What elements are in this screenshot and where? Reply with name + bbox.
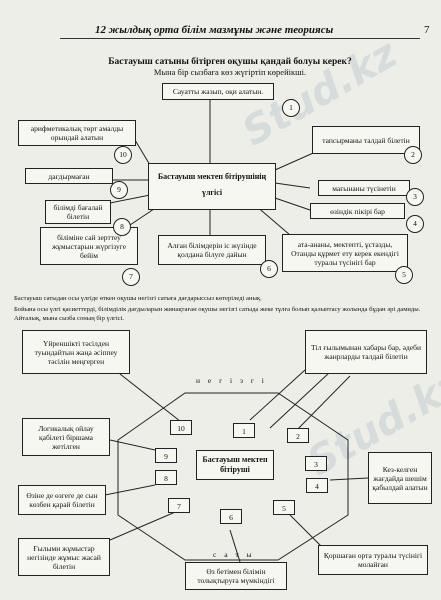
trait-number-10: 10 — [114, 146, 132, 164]
header-rule — [60, 38, 420, 39]
trait-box-2: тапсырманы талдай білетін — [312, 126, 420, 154]
trait-number-3: 3 — [406, 188, 424, 206]
sq-5: 5 — [273, 500, 295, 515]
trait-number-5: 5 — [395, 266, 413, 284]
trait-number-1: 1 — [282, 99, 300, 117]
outcome-box-6: Ғылыми жұмыстар негізінде жұмыс жасай бі… — [18, 538, 110, 576]
center-line1: Бастауыш мектеп бітірушінің — [157, 172, 267, 181]
sq-8: 8 — [155, 470, 177, 485]
page-number: 7 — [424, 24, 430, 36]
trait-box-4: өзіндік пікірі бар — [310, 203, 405, 219]
label-negizgi: н е г і з г і — [196, 376, 267, 385]
outcome-box-5: Өзіне де өзгеге де сын көзбен қарай біле… — [18, 485, 106, 515]
center2-line1: Бастауыш мектеп — [202, 455, 268, 464]
sq-7: 7 — [168, 498, 190, 513]
diagram2-center-box: Бастауыш мектеп бітіруші — [196, 450, 274, 480]
diagram1-title: Бастауыш сатыны бітірген оқушы қандай бо… — [108, 57, 352, 67]
trait-box-1: Сауатты жазып, оқи алатын. — [162, 83, 274, 100]
sq-10: 10 — [170, 420, 192, 435]
trait-number-8: 8 — [113, 218, 131, 236]
sq-4: 4 — [306, 478, 328, 493]
paragraph-line1: Бастауыш сатыдан осы үлгіде өткен оқушы … — [14, 295, 262, 302]
diagram1-center-box: Бастауыш мектеп бітірушінің үлгісі — [148, 163, 276, 210]
outcome-box-7: Өз бетімен білімін толықтыруға мүмкіндіг… — [185, 562, 287, 590]
running-header: 12 жылдық орта білім мазмұны және теория… — [95, 24, 334, 36]
trait-box-5: ата-ананы, мектепті, ұстазды, Отанды құр… — [282, 234, 408, 272]
sq-1: 1 — [233, 423, 255, 438]
sq-3: 3 — [305, 456, 327, 471]
outcome-box-1: Үйреншікті тәсілден туындайтын жаңа әсіп… — [22, 330, 130, 374]
trait-box-6: Алған білімдерін іс жүзінде қолдана білу… — [158, 235, 266, 265]
trait-box-8: білімді бағалай білетін — [45, 200, 111, 224]
outcome-box-3: Логикалық ойлау қабілеті біршама жетілге… — [22, 418, 110, 456]
outcome-box-4: Кез-келген жағдайда шешім қабылдай алаты… — [368, 452, 432, 504]
center2-line2: бітіруші — [220, 464, 250, 474]
label-saty: с а т ы — [213, 550, 255, 559]
outcome-box-2: Тіл ғылымынан хабары бар, әдеби жанрлард… — [305, 330, 427, 374]
trait-number-4: 4 — [406, 215, 424, 233]
center-line2: үлгісі — [201, 187, 223, 197]
sq-2: 2 — [287, 428, 309, 443]
trait-number-6: 6 — [260, 260, 278, 278]
trait-number-9: 9 — [110, 181, 128, 199]
trait-box-3: мағынаны түсінетін — [318, 180, 410, 196]
trait-number-7: 7 — [122, 268, 140, 286]
trait-number-2: 2 — [404, 146, 422, 164]
diagram1-subtitle: Мына бір сызбаға көз жүгіртіп көрейікші. — [153, 67, 307, 77]
outcome-box-8: Қоршаған орта туралы түсінігі молайған — [318, 545, 428, 575]
paragraph-line2: Бойына осы үлгі қасиеттерді, білімділік … — [14, 306, 421, 322]
trait-box-10: арифметикалық төрт амалды орындай алатын — [18, 120, 136, 146]
trait-box-9: дағдырмаған — [25, 168, 113, 184]
sq-6: 6 — [220, 509, 242, 524]
sq-9: 9 — [155, 448, 177, 463]
